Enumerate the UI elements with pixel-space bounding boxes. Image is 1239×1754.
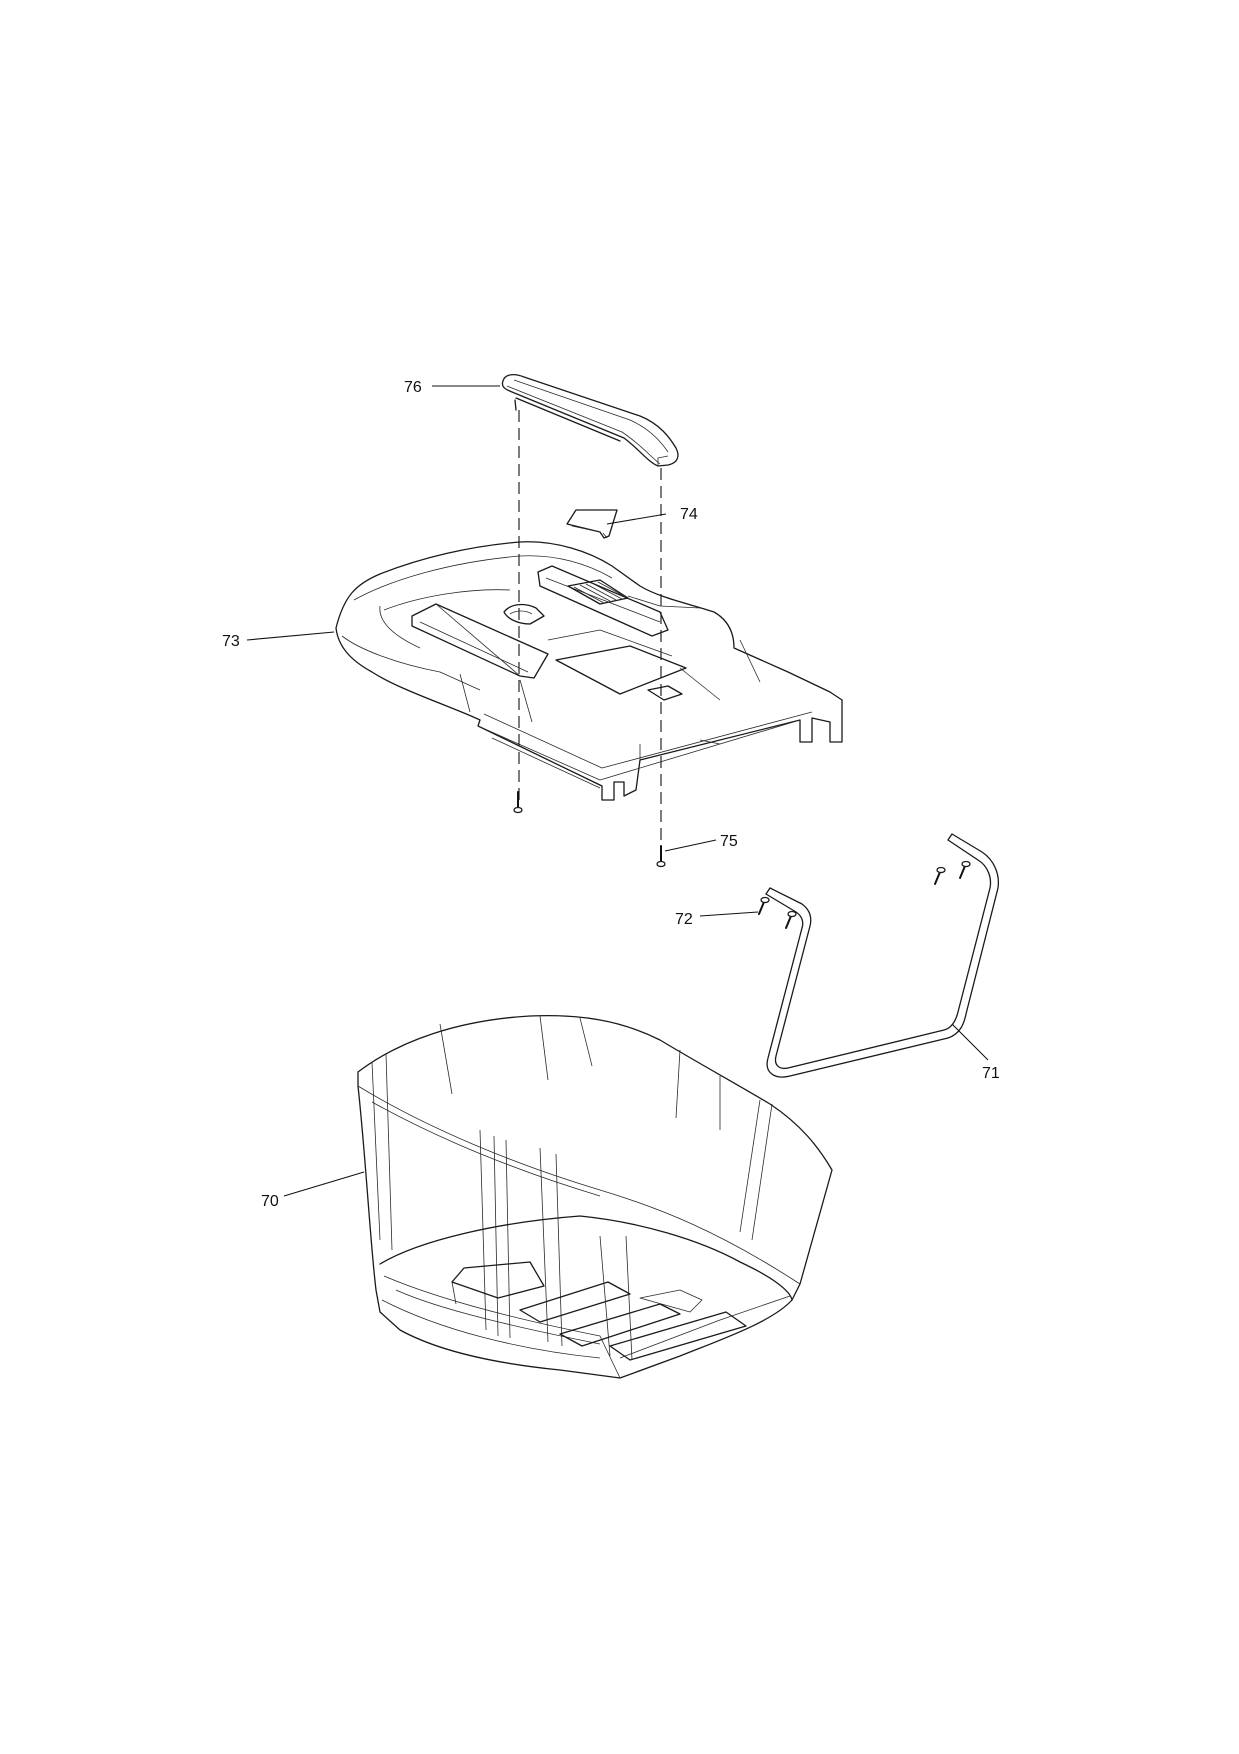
part-72-screws <box>758 860 971 929</box>
label-70: 70 <box>261 1193 279 1210</box>
leader-70 <box>283 1171 365 1197</box>
part-70-seat-pan <box>357 1015 833 1379</box>
part-74-cover-plate <box>566 509 618 539</box>
label-76: 76 <box>404 379 422 396</box>
leader-74 <box>606 513 667 525</box>
label-71: 71 <box>982 1065 1000 1082</box>
part-73-seat-lid <box>335 541 843 801</box>
leader-72 <box>699 911 759 917</box>
label-75: 75 <box>720 833 738 850</box>
label-72: 72 <box>675 911 693 928</box>
leader-75 <box>664 839 717 852</box>
part-71-bracket <box>765 833 1000 1078</box>
leader-71 <box>951 1023 989 1061</box>
part-75-screw-right <box>656 845 666 868</box>
part-75-screw-left <box>513 791 523 814</box>
label-73: 73 <box>222 633 240 650</box>
part-76-handle <box>501 374 679 467</box>
part-labels: 76 74 73 75 72 71 70 <box>222 379 1000 1210</box>
leader-73 <box>246 631 335 641</box>
vent-grille-hatching <box>573 581 627 604</box>
leader-lines <box>246 385 989 1197</box>
label-74: 74 <box>680 506 698 523</box>
